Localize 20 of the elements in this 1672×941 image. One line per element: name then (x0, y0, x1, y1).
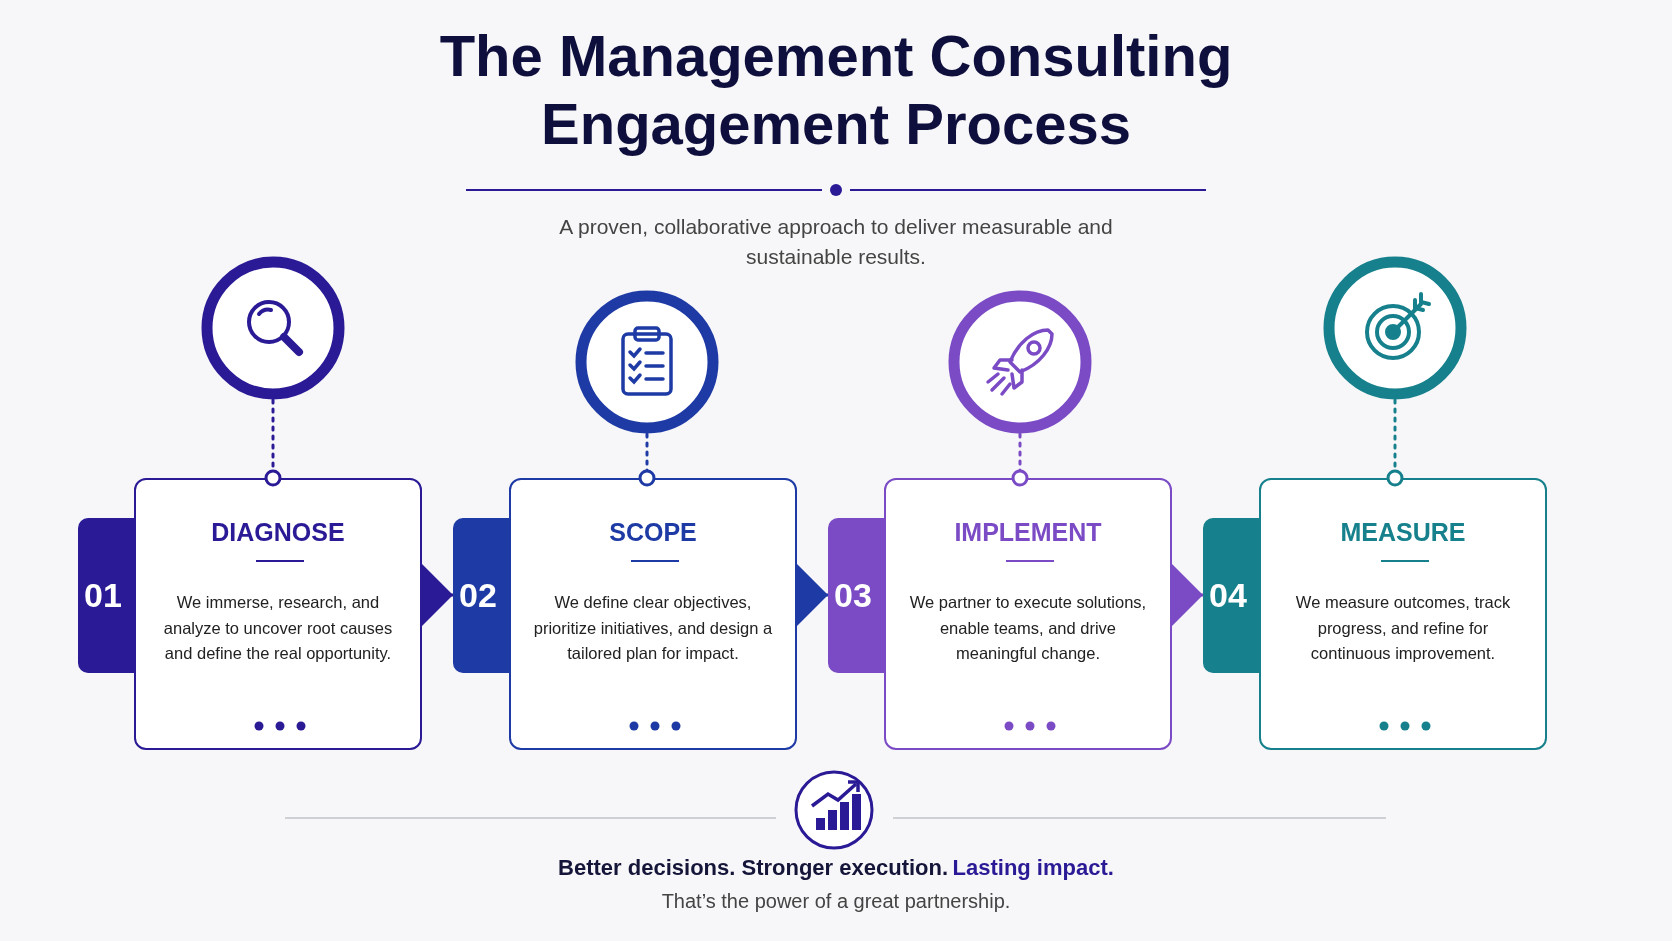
subtitle: A proven, collaborative approach to deliver measurable and sustainable results. (558, 214, 1114, 270)
step-heading: MEASURE (1339, 518, 1467, 547)
tagline-highlight: Lasting impact. (952, 855, 1114, 880)
dotted-connector (1386, 398, 1404, 487)
step-heading: DIAGNOSE (210, 518, 346, 547)
chevron-arrow (1172, 564, 1203, 626)
closing-note: That’s the power of a great partnership. (660, 890, 1012, 913)
step-description: We immerse, research, and analyze to uncover root causes and define the real opportunity. (162, 592, 394, 665)
dotted-connector (1011, 432, 1029, 487)
chevron-arrow (797, 564, 828, 626)
dotted-connector (264, 398, 282, 487)
dotted-connector (638, 432, 656, 487)
step-description: We define clear objectives, prioritize initiatives, and design a tailored plan for impact. (533, 592, 773, 665)
step-description: We partner to execute solutions, enable teams, and drive meaningful change. (908, 592, 1148, 665)
step-heading: SCOPE (608, 518, 698, 547)
step-heading: IMPLEMENT (953, 518, 1103, 547)
chevron-arrow (422, 564, 453, 626)
title: The Management Consulting Engagement Process (438, 22, 1234, 158)
step-description: We measure outcomes, track progress, and refine for continuous improvement. (1294, 592, 1512, 665)
tagline: Better decisions. Stronger execution. (558, 855, 949, 880)
